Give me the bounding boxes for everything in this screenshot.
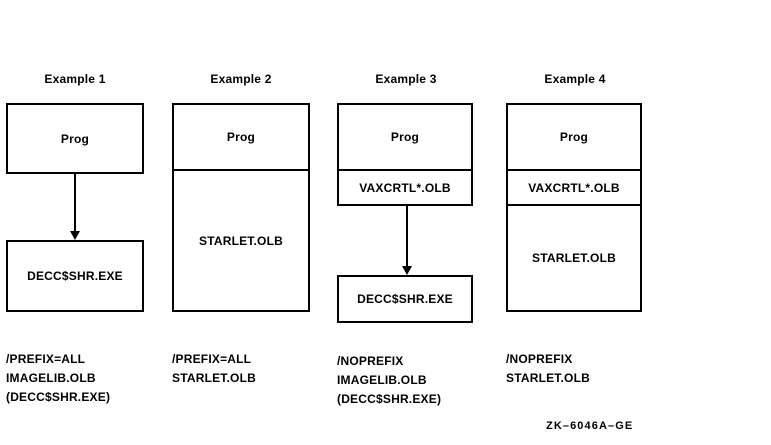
caption-1-line-2: IMAGELIB.OLB	[6, 371, 96, 385]
caption-3-line-1: /NOPREFIX	[337, 354, 404, 368]
caption-3: /NOPREFIX IMAGELIB.OLB (DECC$SHR.EXE)	[337, 352, 441, 409]
example-column-1: Example 1 Prog DECC$SHR.EXE /PREFIX=ALL …	[6, 0, 166, 445]
stack-cell-prog: Prog	[60, 131, 90, 146]
caption-1: /PREFIX=ALL IMAGELIB.OLB (DECC$SHR.EXE)	[6, 350, 110, 407]
stack-cell-starlet: STARLET.OLB	[508, 204, 640, 310]
column-header-1: Example 1	[44, 72, 106, 86]
caption-3-line-2: IMAGELIB.OLB	[337, 373, 427, 387]
stack-cell-prog: Prog	[226, 130, 256, 144]
stack-cell-vaxcrtl: VAXCRTL*.OLB	[508, 169, 640, 204]
caption-2-line-1: /PREFIX=ALL	[172, 352, 252, 366]
stack-cell-prog: Prog	[559, 130, 589, 144]
shareable-image-box-3: DECC$SHR.EXE	[337, 275, 473, 323]
caption-4-line-2: STARLET.OLB	[506, 371, 590, 385]
program-stack-4: Prog VAXCRTL*.OLB STARLET.OLB	[506, 103, 642, 312]
column-header-2: Example 2	[210, 72, 272, 86]
link-arrow-3	[402, 206, 412, 275]
stack-cell-vaxcrtl: VAXCRTL*.OLB	[339, 169, 471, 204]
caption-4-line-1: /NOPREFIX	[506, 352, 573, 366]
example-column-3: Example 3 Prog VAXCRTL*.OLB DECC$SHR.EXE…	[337, 0, 497, 445]
shareable-image-box-1: DECC$SHR.EXE	[6, 240, 144, 312]
program-stack-1: Prog	[6, 103, 144, 174]
example-column-2: Example 2 Prog STARLET.OLB /PREFIX=ALL S…	[172, 0, 332, 445]
caption-3-line-3: (DECC$SHR.EXE)	[337, 392, 442, 406]
program-stack-3: Prog VAXCRTL*.OLB	[337, 103, 473, 206]
column-header-4: Example 4	[544, 72, 606, 86]
link-arrow-1	[70, 174, 80, 240]
example-column-4: Example 4 Prog VAXCRTL*.OLB STARLET.OLB …	[506, 0, 666, 445]
program-stack-2: Prog STARLET.OLB	[172, 103, 310, 312]
caption-1-line-1: /PREFIX=ALL	[6, 352, 86, 366]
figure-id-label: ZK–6046A–GE	[546, 420, 634, 432]
caption-2-line-2: STARLET.OLB	[172, 371, 256, 385]
stack-cell-starlet: STARLET.OLB	[174, 169, 308, 310]
caption-2: /PREFIX=ALL STARLET.OLB	[172, 350, 256, 388]
stack-cell-prog: Prog	[390, 130, 420, 144]
column-header-3: Example 3	[375, 72, 437, 86]
caption-4: /NOPREFIX STARLET.OLB	[506, 350, 590, 388]
caption-1-line-3: (DECC$SHR.EXE)	[6, 390, 111, 404]
